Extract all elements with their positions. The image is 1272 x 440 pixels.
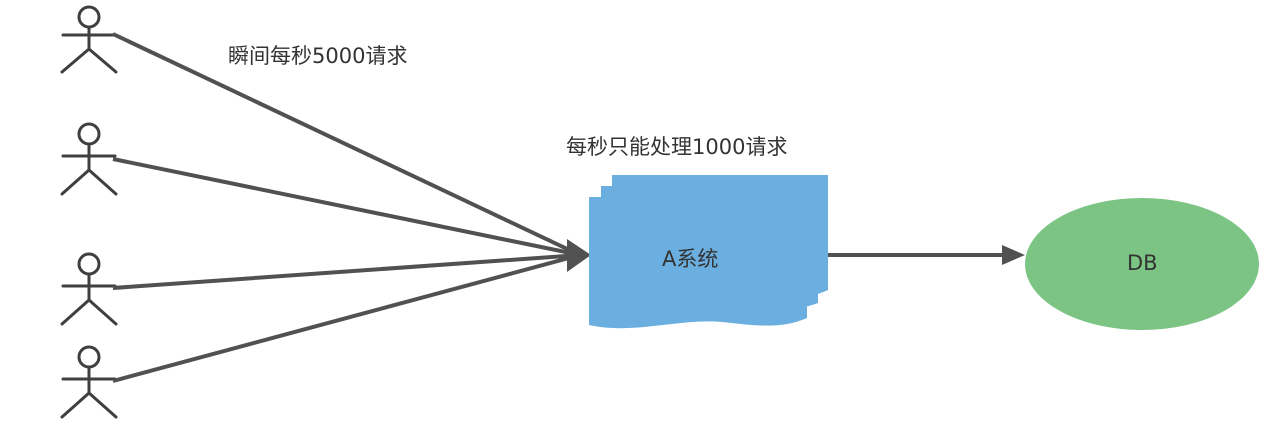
database-node-label: DB bbox=[1127, 251, 1158, 275]
actor-leg-left bbox=[60, 47, 91, 74]
actor-leg-left bbox=[60, 168, 91, 196]
request-arrow-4 bbox=[112, 253, 581, 383]
actor-head bbox=[77, 345, 101, 369]
actor-leg-right bbox=[87, 391, 118, 419]
request-arrow-1 bbox=[112, 32, 581, 257]
request-arrow-3 bbox=[112, 253, 581, 290]
actor-leg-left bbox=[60, 298, 91, 326]
user-actor-2 bbox=[60, 122, 118, 196]
user-actor-3 bbox=[60, 252, 118, 326]
burst-request-label: 瞬间每秒5000请求 bbox=[228, 44, 408, 68]
actor-head bbox=[77, 122, 101, 146]
user-actor-1 bbox=[60, 5, 118, 74]
user-actor-4 bbox=[60, 345, 118, 419]
system-node-label: A系统 bbox=[662, 247, 719, 271]
request-arrow-2 bbox=[112, 157, 581, 257]
actor-head bbox=[77, 5, 101, 29]
actor-head bbox=[77, 252, 101, 276]
actor-leg-right bbox=[87, 298, 118, 326]
db-arrowhead bbox=[1002, 245, 1025, 265]
actor-leg-right bbox=[87, 47, 118, 74]
capacity-label: 每秒只能处理1000请求 bbox=[566, 135, 788, 159]
actor-leg-left bbox=[60, 391, 91, 419]
database-node bbox=[1025, 198, 1259, 330]
system-arrowhead bbox=[567, 239, 591, 272]
actor-leg-right bbox=[87, 168, 118, 196]
system-shape-front bbox=[589, 197, 807, 329]
system-node bbox=[589, 175, 828, 329]
